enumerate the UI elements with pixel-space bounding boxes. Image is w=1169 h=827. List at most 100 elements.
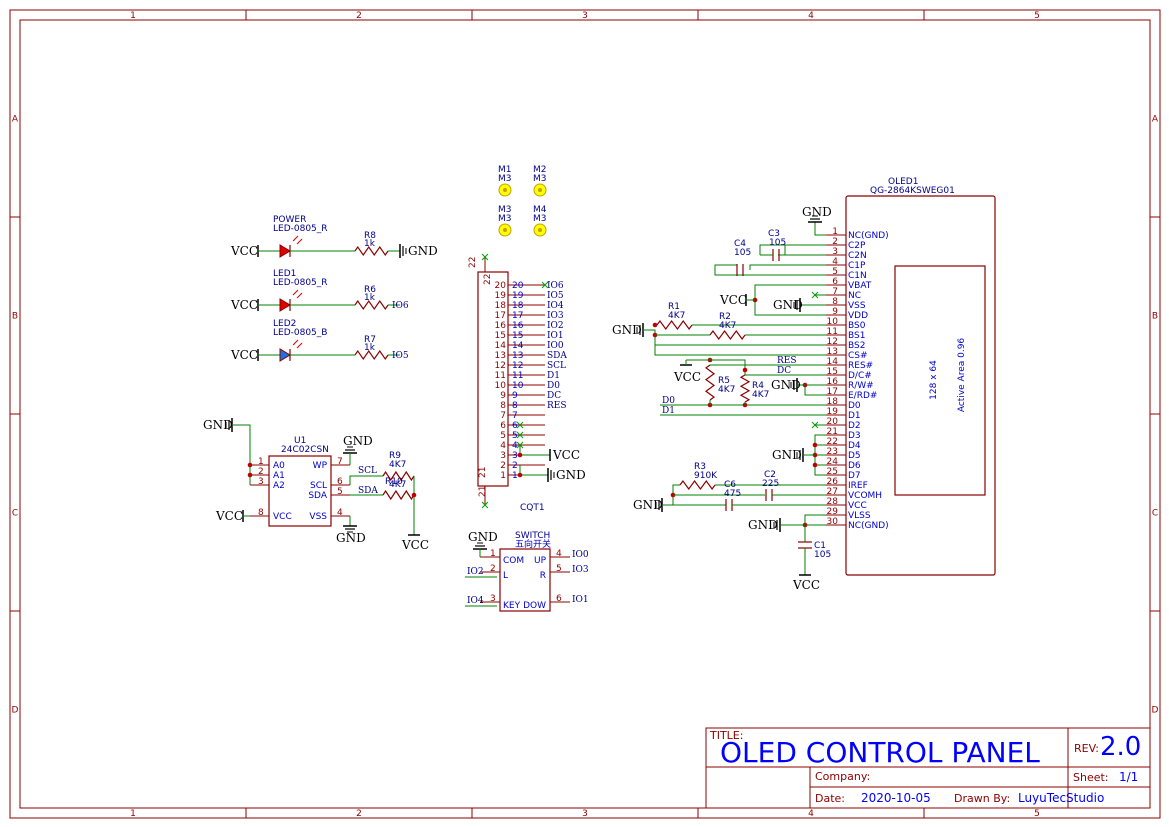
gnd-net-label: GND (612, 323, 642, 337)
switch-net-label: IO1 (572, 595, 589, 605)
connector-pin-inner: 6 (512, 421, 518, 431)
wire (714, 264, 826, 276)
led-ref: LED1 (273, 269, 296, 279)
r10-value: 4K7 (389, 480, 406, 490)
c1-value: 105 (814, 550, 831, 560)
switch-net-label: IO3 (572, 565, 589, 575)
five-way-switch: SWITCH五向开关1COM2L3KEY4UPIO05RIO36DOWIO1GN… (465, 530, 589, 612)
r4-ref: R4 (752, 381, 764, 391)
oled-pin-number: 26 (827, 477, 839, 487)
r4-value: 4K7 (752, 390, 769, 400)
r9-ref: R9 (389, 451, 401, 461)
pin-number: 8 (258, 508, 264, 518)
mount-ref: M1 (498, 165, 512, 175)
junction-dot (652, 322, 658, 328)
oled-pin-number: 29 (827, 507, 839, 517)
pin-name: SCL (310, 481, 327, 491)
oled-pin-name: NC(GND) (848, 521, 889, 531)
date-label: Date: (815, 792, 845, 805)
wire (519, 445, 550, 456)
wire (654, 345, 826, 356)
resistor-ref: R8 (364, 231, 376, 241)
oled-screen-label-2: Active Area 0.96 (957, 338, 967, 413)
vcc-net-label: VCC (792, 578, 820, 592)
r2-value: 4K7 (719, 321, 736, 331)
switch-pin-number: 6 (556, 594, 562, 604)
oled-screen-area (894, 265, 986, 496)
connector-net-label: IO1 (547, 331, 564, 341)
nc-stroke (516, 421, 524, 429)
connector-pin-inner: 9 (512, 391, 518, 401)
oled-pin-number: 5 (832, 267, 838, 277)
connector-pin-number: 2 (500, 461, 506, 471)
switch-net-label: IO4 (467, 596, 484, 606)
switch-net-label: IO0 (572, 550, 589, 560)
oled-pin-name: VCOMH (848, 491, 882, 501)
connector-net-label: IO0 (547, 341, 564, 351)
c2-value: 225 (762, 479, 779, 489)
gnd-net-label: GND (343, 434, 373, 448)
title-block: TITLE: OLED CONTROL PANEL REV: 2.0 Compa… (705, 727, 1151, 809)
wire (759, 244, 785, 255)
oled-pin-number: 12 (827, 337, 838, 347)
oled-pin-name: D/C# (848, 371, 872, 381)
mount-ref: M4 (533, 205, 547, 215)
oled-pin-number: 4 (832, 257, 838, 267)
switch-pin-name: DOW (523, 601, 546, 611)
gnd-net-label: GND (748, 518, 778, 532)
led-light-arrows-icon (292, 235, 303, 245)
led-diode-icon (279, 348, 291, 362)
led-value: LED-0805_B (273, 328, 327, 338)
vcc-net-label: VCC (230, 348, 258, 362)
pin-number: 2 (258, 467, 264, 477)
drawn-by-value: LuyuTecStudio (1018, 791, 1104, 805)
oled-pin-number: 21 (827, 427, 838, 437)
connector-pin-21: 21 (478, 467, 488, 478)
no-connect-mark (481, 501, 489, 509)
oled-pin-name: E/RD# (848, 391, 877, 401)
resistor-ref: R7 (364, 335, 376, 345)
led-light-arrows-icon (292, 289, 303, 299)
outer-frame (9, 9, 1161, 819)
switch-pin-number: 4 (556, 549, 562, 559)
zone-row-left: C (12, 509, 18, 519)
r9-resistor (382, 470, 415, 482)
c2-capacitor (765, 489, 773, 501)
connector-pin-inner: 20 (512, 281, 524, 291)
oled-pin-number: 25 (827, 467, 838, 477)
junction-dot (812, 462, 818, 468)
wire (749, 264, 826, 270)
pin-name: WP (313, 461, 328, 471)
pin-number: 5 (337, 487, 343, 497)
connector-pin-number: 13 (495, 351, 506, 361)
connector-net-label: RES (547, 401, 567, 411)
junction-dot (812, 442, 818, 448)
oled-pin-name: BS2 (848, 341, 865, 351)
gnd-net-label: GND (556, 468, 586, 482)
oled-pin-name: C1N (848, 271, 867, 281)
connector-pin-number: 17 (495, 311, 506, 321)
connector-pin-inner: 12 (512, 361, 523, 371)
vcc-net-label: VCC (401, 538, 429, 552)
junction-dot (411, 492, 417, 498)
mount-hole-center (503, 188, 507, 192)
connector-pin-inner: 7 (512, 411, 518, 421)
junction-dot (247, 472, 253, 478)
oled-pin-name: BS1 (848, 331, 865, 341)
zone-col-bottom: 2 (356, 809, 362, 819)
oled-pin-name: D0 (848, 401, 861, 411)
oled-pin-number: 3 (832, 247, 838, 257)
oled-pin-name: VBAT (848, 281, 872, 291)
sda-net-label: SDA (358, 486, 378, 496)
oled-pin-name: VDD (848, 311, 868, 321)
ground-symbol (547, 468, 555, 482)
pin-name: VSS (309, 512, 327, 522)
wire (519, 465, 548, 476)
oled-value: QG-2864KSWEG01 (870, 186, 955, 196)
gnd-net-label: GND (802, 205, 832, 219)
wire (804, 514, 826, 526)
connector-pin-inner: 13 (512, 351, 523, 361)
